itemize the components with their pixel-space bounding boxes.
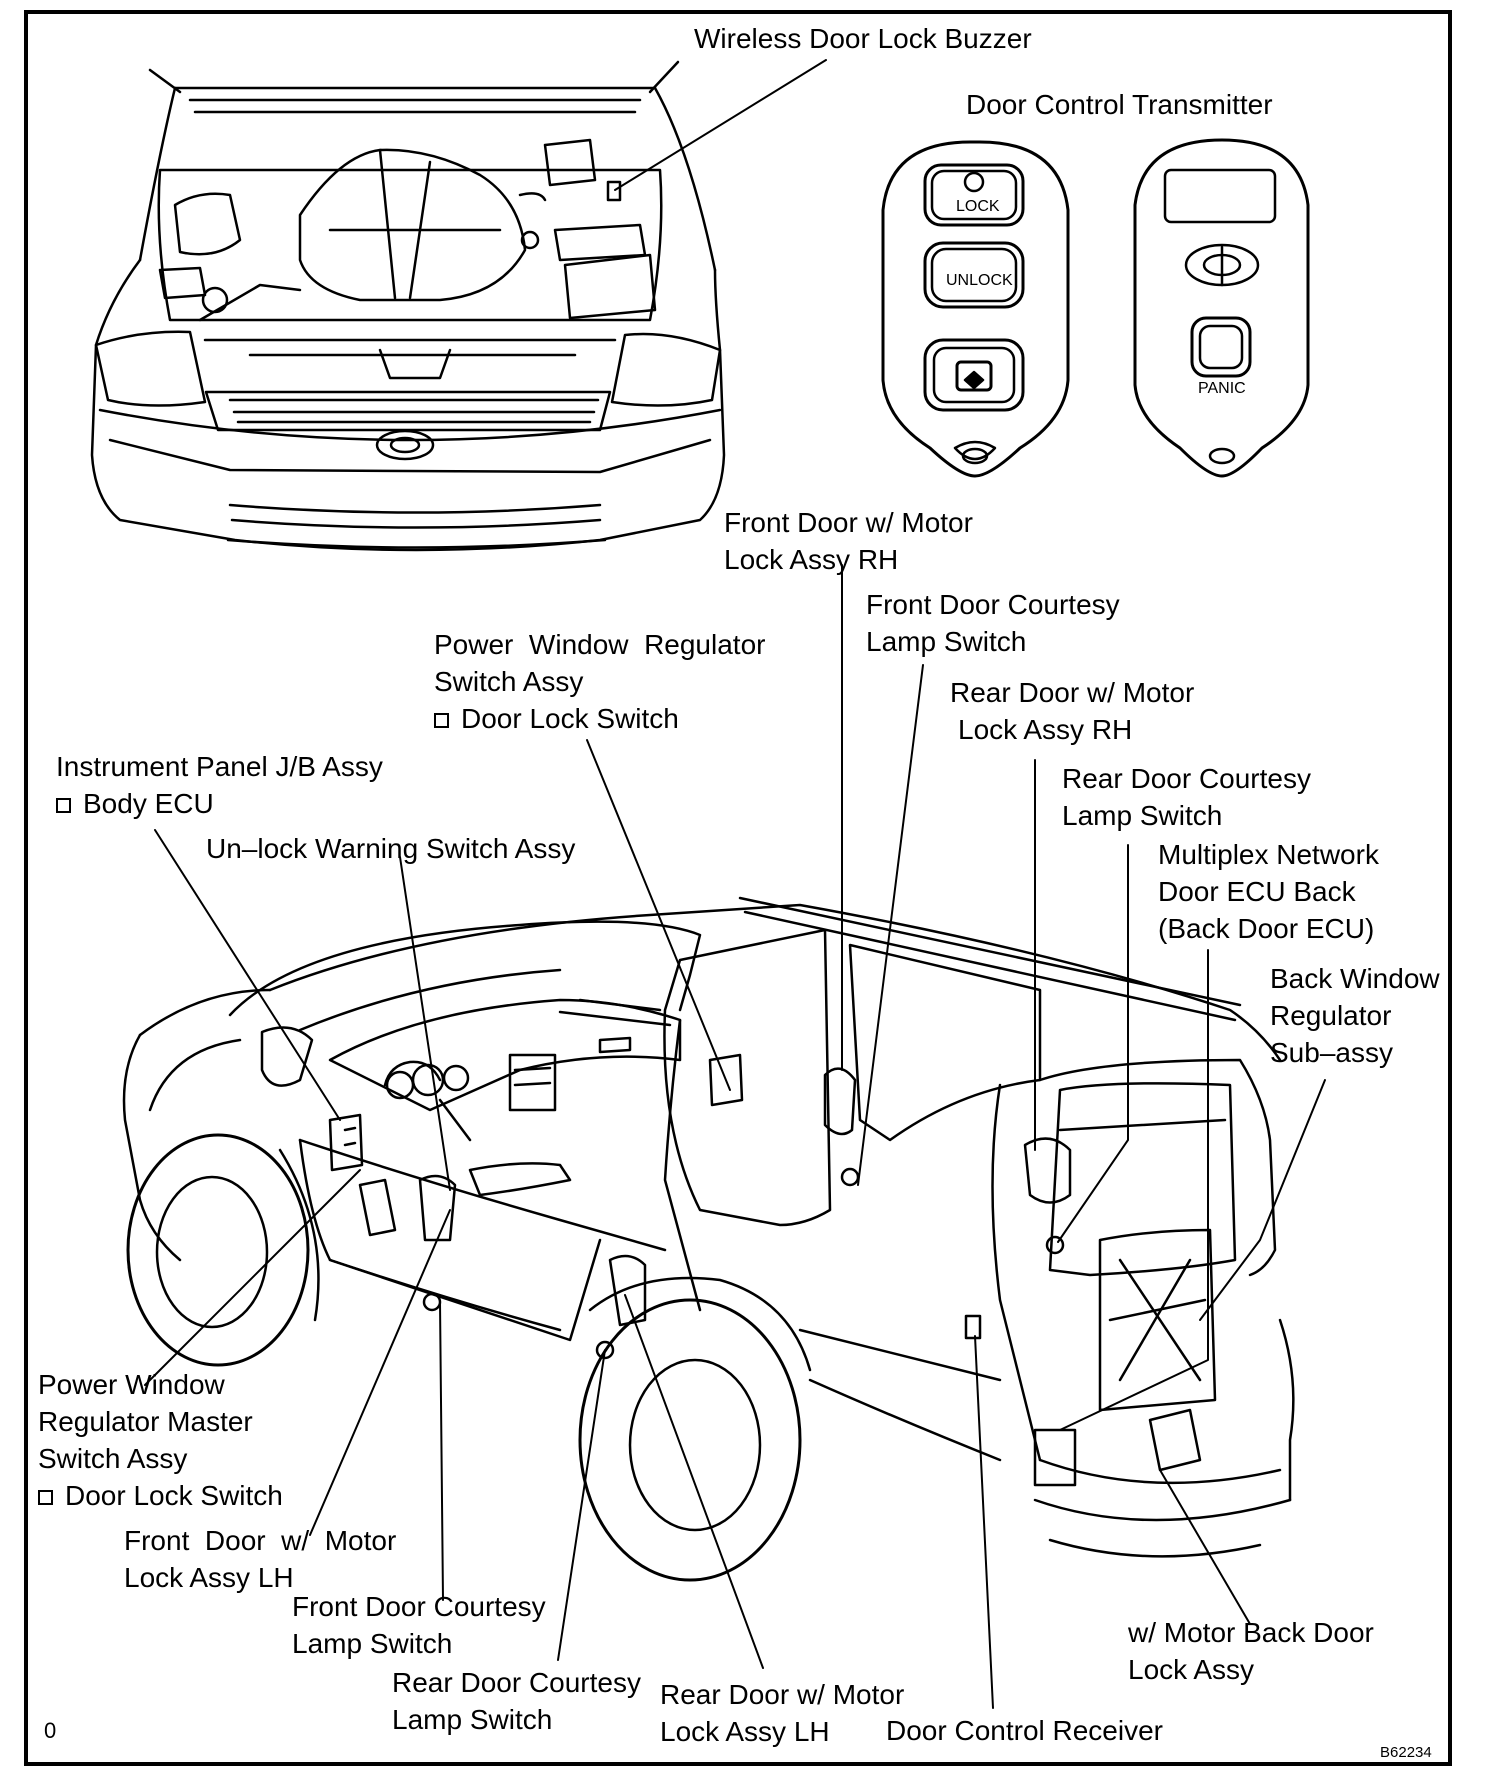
label-line: Front Door w/ Motor [124, 1525, 397, 1556]
leader-lines [144, 59, 1326, 1709]
label-line: Multiplex Network [1158, 839, 1379, 870]
label-power-window-regulator-switch: Power Window Regulator Switch Assy Door … [434, 626, 765, 737]
label-front-door-lock-rh: Front Door w/ Motor Lock Assy RH [724, 504, 973, 578]
label-line: Door Lock Switch [461, 703, 679, 734]
label-line: Lock Assy LH [660, 1716, 830, 1747]
panic-button-label: PANIC [1198, 380, 1246, 397]
label-line: Lamp Switch [866, 626, 1027, 657]
label-line: Front Door w/ Motor [724, 507, 973, 538]
label-line: Rear Door Courtesy [1062, 763, 1311, 794]
label-multiplex-network-door-ecu: Multiplex Network Door ECU Back (Back Do… [1158, 836, 1379, 947]
label-line: Instrument Panel J/B Assy [56, 751, 383, 782]
diagram-frame [24, 10, 1452, 1766]
label-line: Regulator [1270, 1000, 1392, 1031]
label-line: Regulator Master [38, 1406, 253, 1437]
label-line: Body ECU [83, 788, 214, 819]
label-door-control-transmitter: Door Control Transmitter [966, 86, 1273, 123]
label-line: Lock Assy [1128, 1654, 1255, 1685]
vehicle-front-view [90, 60, 726, 552]
label-text: Door Control Transmitter [966, 89, 1273, 120]
label-rear-door-courtesy-switch-rh: Rear Door Courtesy Lamp Switch [1062, 760, 1311, 834]
label-line: Rear Door w/ Motor [950, 677, 1195, 708]
checkbox-square-icon [434, 713, 449, 728]
label-line: Door ECU Back [1158, 876, 1356, 907]
checkbox-square-icon [38, 1490, 53, 1505]
label-line: Front Door Courtesy [866, 589, 1120, 620]
corner-mark: 0 [44, 1718, 57, 1743]
label-line: Switch Assy [38, 1443, 188, 1474]
label-line: w/ Motor Back Door [1128, 1617, 1374, 1648]
label-line: Lock Assy RH [724, 544, 899, 575]
label-text: Wireless Door Lock Buzzer [694, 23, 1032, 54]
label-line: Power Window Regulator [434, 629, 766, 660]
label-front-door-courtesy-switch-lh: Front Door Courtesy Lamp Switch [292, 1588, 546, 1662]
unlock-button-label: UNLOCK [946, 272, 1013, 289]
label-line: Lamp Switch [392, 1704, 553, 1735]
label-line: Lock Assy LH [124, 1562, 294, 1593]
label-instrument-panel-jb: Instrument Panel J/B Assy Body ECU [56, 748, 383, 822]
label-line: Switch Assy [434, 666, 584, 697]
label-line: Back Window [1270, 963, 1440, 994]
label-rear-door-courtesy-switch-lh: Rear Door Courtesy Lamp Switch [392, 1664, 641, 1738]
label-line: Lamp Switch [292, 1628, 453, 1659]
transmitter-key-fobs [881, 138, 1310, 478]
label-wireless-door-lock-buzzer: Wireless Door Lock Buzzer [694, 20, 1032, 57]
label-line: (Back Door ECU) [1158, 913, 1375, 944]
lock-button-label: LOCK [956, 198, 1000, 215]
label-back-window-regulator: Back Window Regulator Sub–assy [1270, 960, 1440, 1071]
vehicle-cutaway-view [122, 896, 1295, 1582]
label-back-door-lock: w/ Motor Back Door Lock Assy [1128, 1614, 1374, 1688]
label-front-door-lock-lh: Front Door w/ Motor Lock Assy LH [124, 1522, 396, 1596]
figure-id: B62234 [1380, 1744, 1432, 1761]
label-unlock-warning-switch: Un–lock Warning Switch Assy [206, 830, 575, 867]
checkbox-square-icon [56, 798, 71, 813]
label-line: Lamp Switch [1062, 800, 1223, 831]
label-rear-door-lock-rh: Rear Door w/ Motor Lock Assy RH [950, 674, 1194, 748]
label-line: Rear Door Courtesy [392, 1667, 641, 1698]
label-line: Door Lock Switch [65, 1480, 283, 1511]
label-line: Lock Assy RH [958, 714, 1133, 745]
label-line: Power Window [38, 1369, 225, 1400]
label-line: Rear Door w/ Motor [660, 1679, 905, 1710]
label-text: Un–lock Warning Switch Assy [206, 833, 576, 864]
label-line: Sub–assy [1270, 1037, 1393, 1068]
label-front-door-courtesy-switch-rh: Front Door Courtesy Lamp Switch [866, 586, 1120, 660]
label-text: Door Control Receiver [886, 1715, 1163, 1746]
label-door-control-receiver: Door Control Receiver [886, 1712, 1163, 1749]
label-power-window-master-switch: Power Window Regulator Master Switch Ass… [38, 1366, 283, 1514]
label-rear-door-lock-lh: Rear Door w/ Motor Lock Assy LH [660, 1676, 904, 1750]
label-line: Front Door Courtesy [292, 1591, 546, 1622]
